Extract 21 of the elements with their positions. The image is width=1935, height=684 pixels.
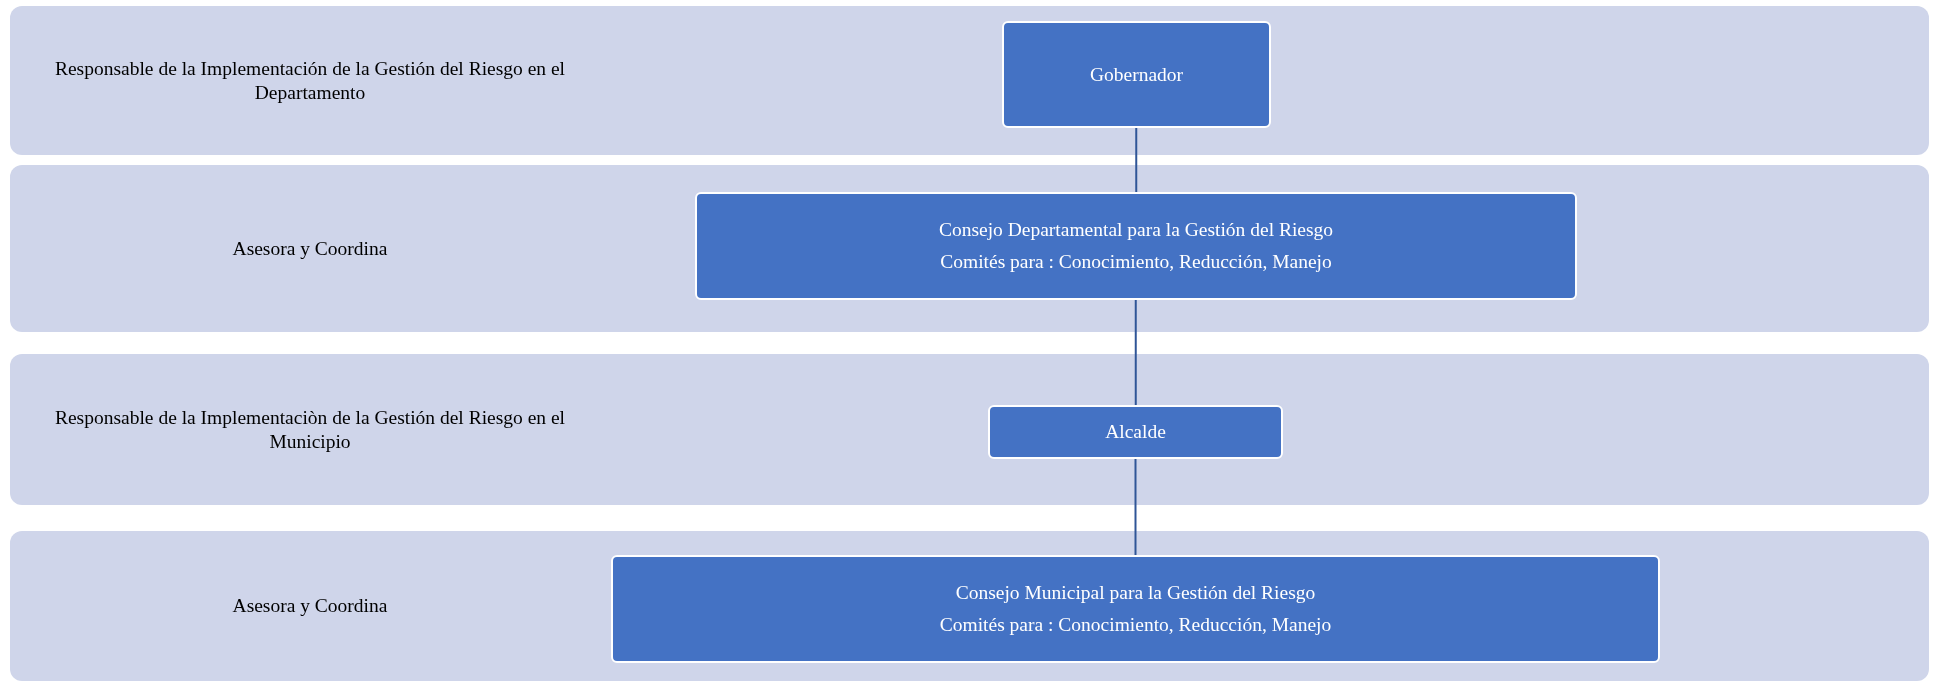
- band-heading: Responsable de la Implementación de la Gestión del Riesgo en el Departamento: [53, 57, 567, 104]
- connector-line: [1134, 299, 1137, 406]
- band-heading: Responsable de la Implementaciòn de la Gestión del Riesgo en el Municipio: [53, 406, 567, 453]
- band-heading: Asesora y Coordina: [232, 236, 388, 261]
- connector-line: [1135, 127, 1138, 193]
- box-label: Consejo Municipal para la Gestión del Riesgo: [955, 582, 1316, 604]
- band-background: [10, 531, 1929, 681]
- box-label: Gobernador: [1089, 63, 1184, 86]
- process-box: [611, 555, 1660, 663]
- process-box: [988, 405, 1283, 459]
- band-background: [10, 165, 1929, 332]
- connector-line: [1134, 458, 1137, 556]
- box-label: Comités para : Conocimiento, Reducción, Manejo: [939, 614, 1332, 636]
- band-background: [10, 354, 1929, 505]
- band-background: [10, 6, 1929, 155]
- box-label: Comités para : Conocimiento, Reducción, Manejo: [940, 251, 1332, 273]
- band-heading: Asesora y Coordina: [232, 594, 388, 618]
- process-box: [1002, 21, 1271, 128]
- process-box: [695, 192, 1577, 300]
- box-label: Consejo Departamental para la Gestión del Riesgo: [938, 219, 1334, 241]
- box-label: Alcalde: [1105, 421, 1166, 443]
